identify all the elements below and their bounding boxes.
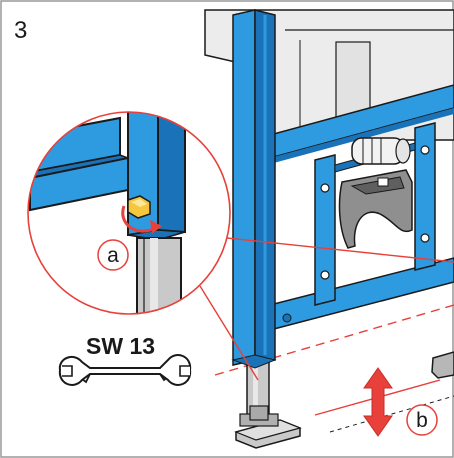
frame-vertical-post [231,9,277,369]
frame-strut-right [414,122,436,271]
frame-upper-brace-shade [270,108,454,164]
floor-line-dashed [214,304,454,376]
flush-pipe-icon [351,137,411,165]
drain-bracket-icon [338,169,413,249]
strut-bolt-icon [420,233,430,243]
zoom-pointer-line [199,285,259,381]
callout-b-label: b [416,409,428,432]
bolt-icon [127,195,151,219]
frame-hole-icon [282,313,292,323]
rotate-arrow-icon [121,205,157,233]
right-foot [431,351,454,379]
zoom-circle-outline [27,111,231,315]
frame-strut-left [314,154,336,306]
adjust-arrow-icon [363,367,393,437]
wrench-icon [58,354,192,386]
zoom-detail [27,111,231,315]
foot-plate [234,405,302,449]
wrench-size-label: SW 13 [86,333,155,359]
strut-bolt-icon [320,270,330,280]
floor-line-gray [329,395,454,433]
step-number: 3 [14,17,27,44]
callout-b: b [406,404,438,436]
zoom-pointer-line [226,237,454,263]
strut-bolt-icon [420,145,430,155]
strut-bolt-icon [320,183,330,193]
callout-a-label: a [107,244,119,267]
rotate-arrowhead-icon [150,220,162,234]
frame-lower-rail [269,257,454,331]
callout-a: a [97,239,129,271]
